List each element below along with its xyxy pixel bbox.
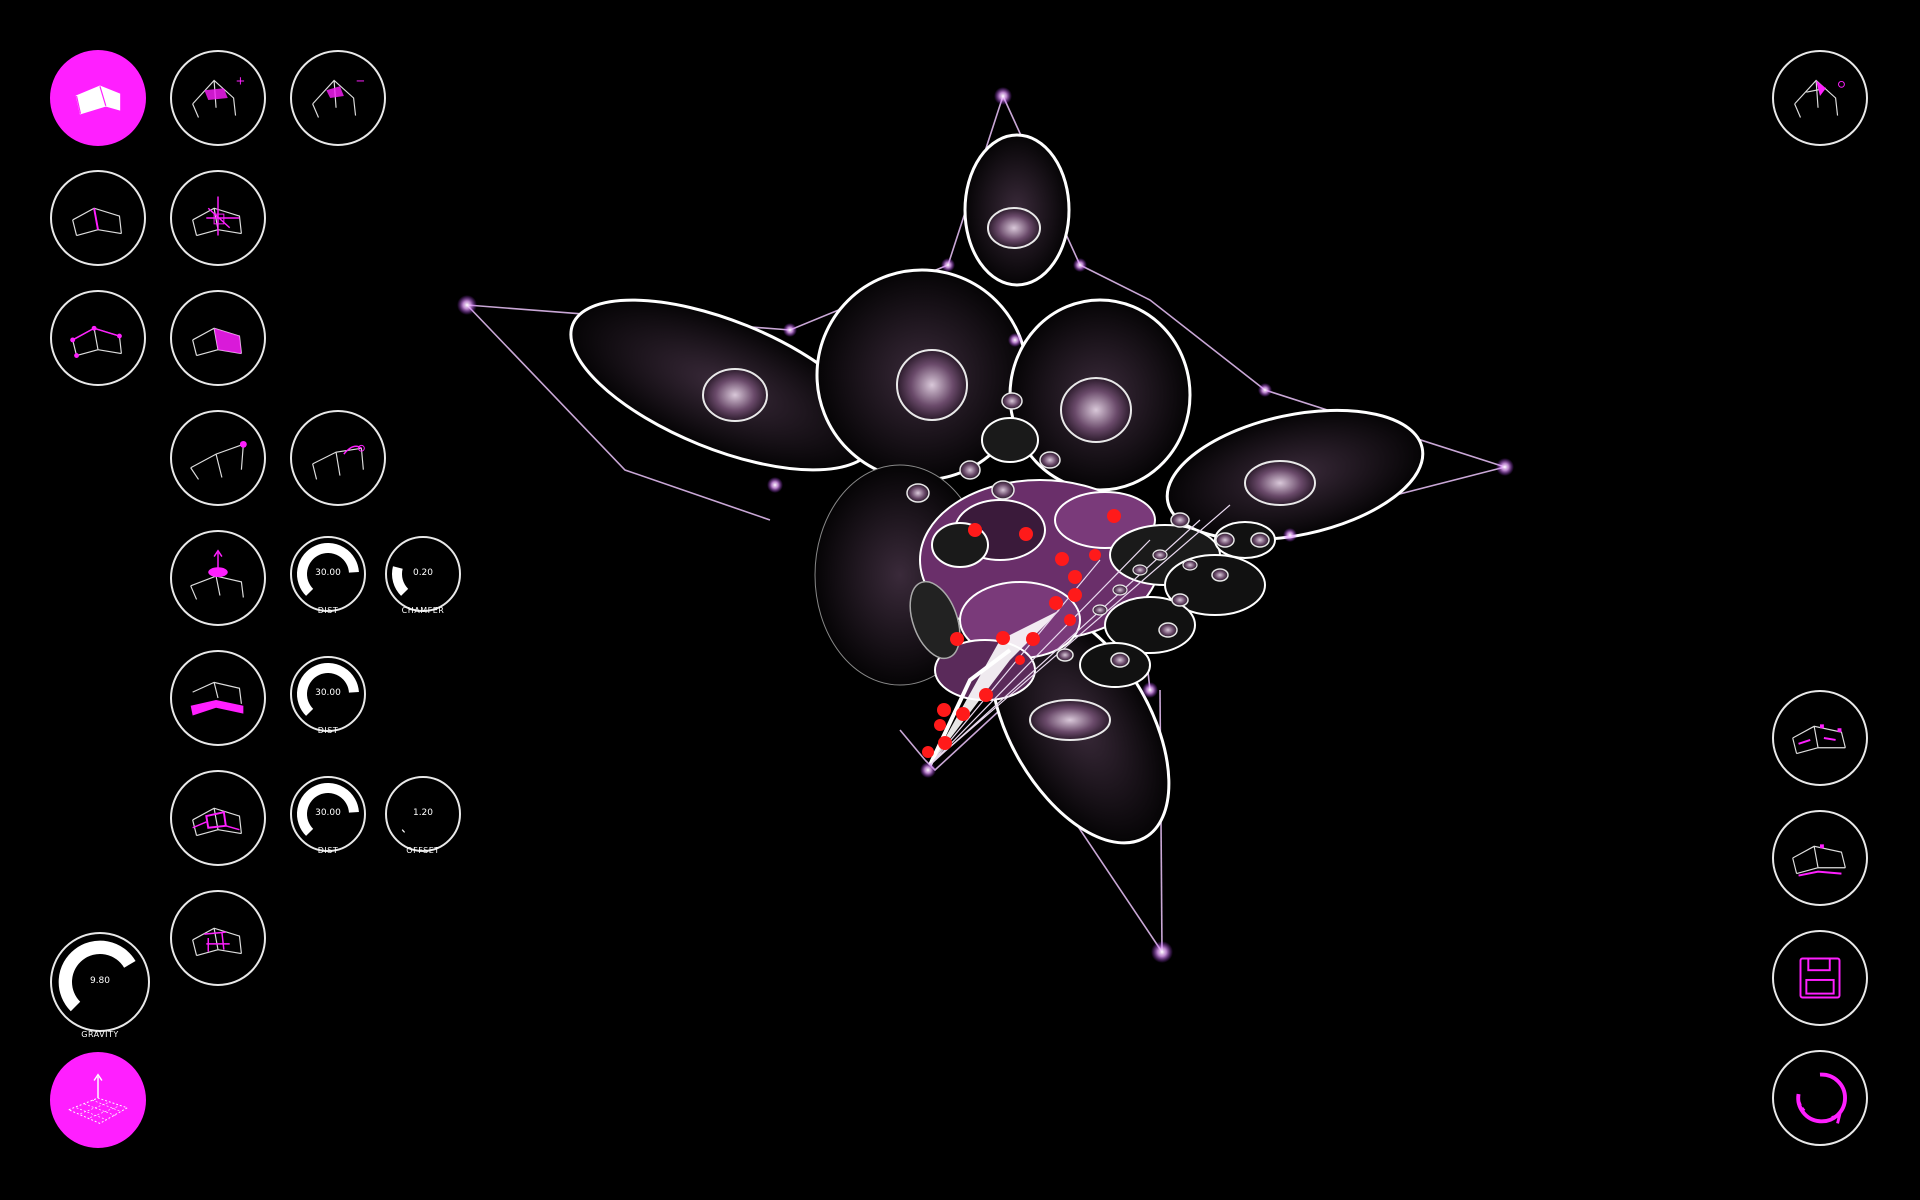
panel-layout-2-button[interactable] <box>1772 810 1868 906</box>
offset-dial-value: 1.20 <box>412 808 434 818</box>
panel-layout-1-button[interactable] <box>1772 690 1868 786</box>
membrane-mesh <box>909 417 1276 766</box>
dist-dial-3-value: 30.00 <box>315 808 341 818</box>
dist-dial-3-label: DIST <box>317 846 339 855</box>
svg-text:−: − <box>356 73 366 87</box>
select-nodes-button[interactable] <box>50 290 146 386</box>
dial-fill-arc <box>297 663 359 716</box>
gravity-dial-arc <box>58 940 136 1012</box>
view-settings-icon <box>1794 79 1845 118</box>
gravity-dial-label: GRAVITY <box>81 1030 119 1039</box>
panel-grid-icon <box>192 927 242 957</box>
surface-add-icon: + <box>192 73 246 118</box>
chamfer-dial-arc <box>392 566 409 596</box>
remove-point-button[interactable]: − <box>290 50 386 146</box>
anchor-points <box>457 87 1514 963</box>
edit-edges-button[interactable] <box>50 170 146 266</box>
panel-layout-alt-icon <box>1792 844 1846 877</box>
edge-offset-button[interactable] <box>170 650 266 746</box>
reset-button[interactable] <box>1772 1050 1868 1146</box>
cable-anchor-icon <box>190 440 247 480</box>
chamfer-dial-label: CHAMFER <box>401 606 445 615</box>
dist-dial-2-label: DIST <box>317 726 339 735</box>
dist-dial-3-arc <box>297 783 359 836</box>
dist-dial-1-label: DIST <box>317 606 339 615</box>
move-vertex-button[interactable] <box>170 170 266 266</box>
panel-inset-icon <box>192 807 242 837</box>
select-face-button[interactable] <box>170 290 266 386</box>
offset-dial-arc <box>401 829 406 833</box>
dist-dial-2-value: 30.00 <box>315 688 341 698</box>
dist-dial-1-arc <box>297 543 359 596</box>
dist-dial-3[interactable]: 30.00 <box>290 776 366 852</box>
dist-dial-2-arc <box>297 663 359 716</box>
save-button[interactable] <box>1772 930 1868 1026</box>
perspective-view-button[interactable] <box>50 1052 146 1148</box>
add-point-button[interactable]: + <box>170 50 266 146</box>
cable-anchor-button[interactable] <box>170 410 266 506</box>
gravity-dial[interactable]: 9.80 <box>50 932 150 1032</box>
panel-grid-button[interactable] <box>170 890 266 986</box>
selected-nodes <box>922 509 1121 758</box>
view-settings-button[interactable] <box>1772 50 1868 146</box>
edge-offset-icon <box>190 681 244 716</box>
perspective-icon <box>67 1073 129 1124</box>
lift-point-button[interactable] <box>170 530 266 626</box>
dial-fill-arc <box>58 940 136 1012</box>
cable-edit-button[interactable] <box>290 410 386 506</box>
cell-rings <box>702 207 1316 741</box>
surface-remove-icon: − <box>312 73 366 118</box>
lift-icon <box>190 549 244 600</box>
surface-face-icon <box>192 327 242 357</box>
panel-inset-button[interactable] <box>170 770 266 866</box>
refresh-icon <box>1796 1072 1847 1124</box>
svg-text:+: + <box>236 73 246 87</box>
surface-mode-button[interactable] <box>50 50 146 146</box>
save-icon <box>1799 957 1841 999</box>
surface-edges-icon <box>72 207 122 237</box>
dial-fill-arc <box>297 783 359 836</box>
gravity-dial-value: 9.80 <box>89 976 111 986</box>
dial-fill-arc <box>297 543 359 596</box>
dist-dial-1[interactable]: 30.00 <box>290 536 366 612</box>
panel-layout-icon <box>1792 724 1846 755</box>
cable-edit-icon <box>312 444 365 480</box>
offset-dial-label: OFFSET <box>406 846 440 855</box>
chamfer-dial[interactable]: 0.20 <box>385 536 461 612</box>
offset-dial[interactable]: 1.20 <box>385 776 461 852</box>
dial-fill-arc <box>392 566 409 596</box>
surface-icon <box>75 85 121 115</box>
surface-nodes-icon <box>70 325 122 358</box>
chamfer-dial-value: 0.20 <box>412 568 434 578</box>
dist-dial-2[interactable]: 30.00 <box>290 656 366 732</box>
dist-dial-1-value: 30.00 <box>315 568 341 578</box>
dial-fill-arc <box>401 829 406 833</box>
surface-move-icon <box>192 196 242 237</box>
